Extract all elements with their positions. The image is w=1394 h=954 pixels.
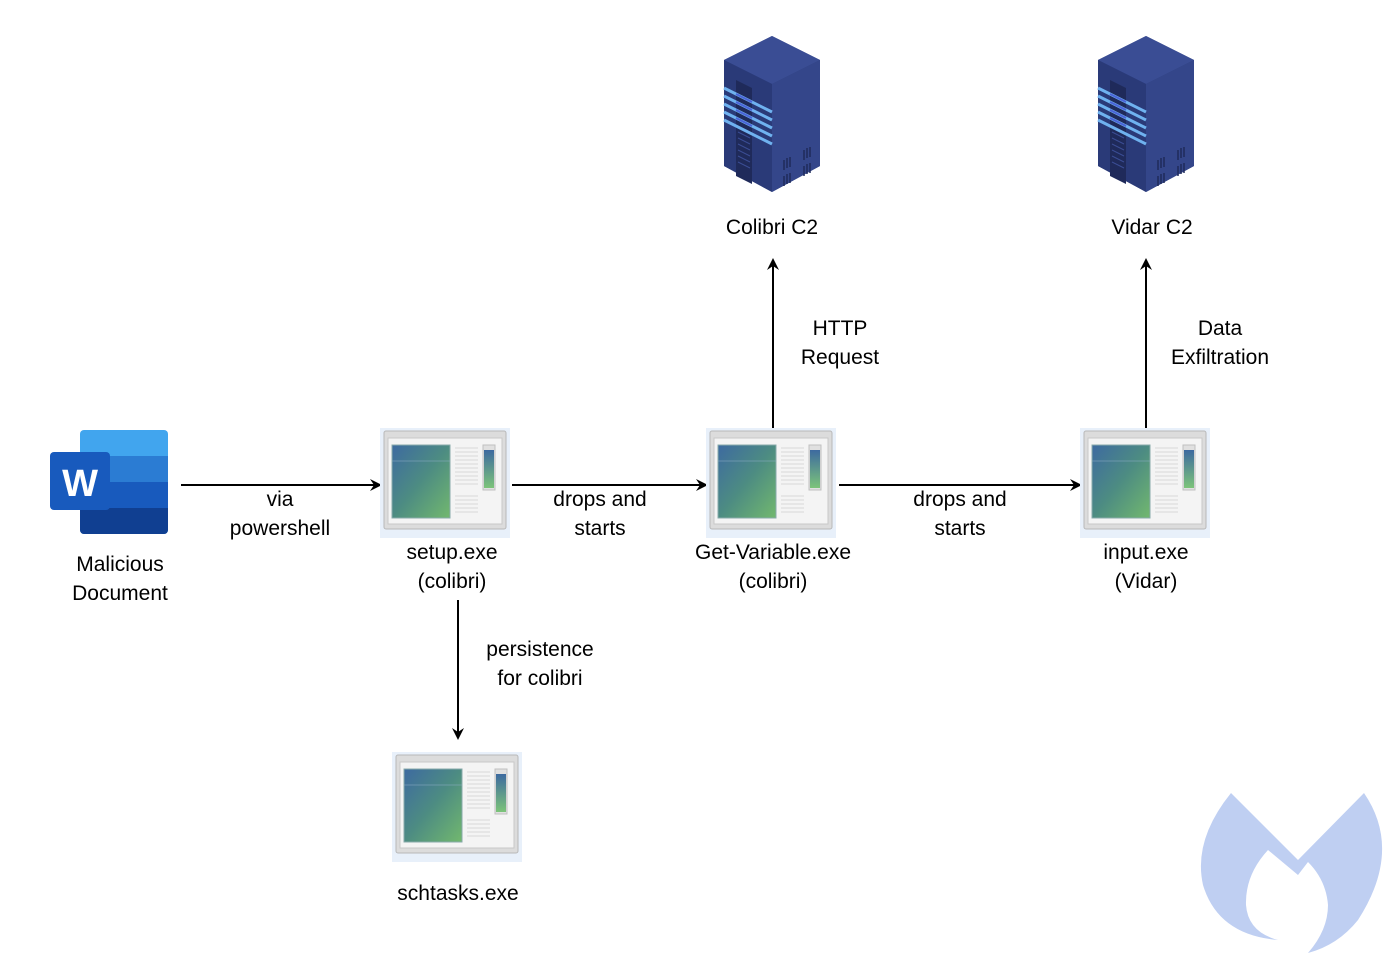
node-label-vidar-c2: Vidar C2 <box>1111 213 1192 242</box>
label-line: drops and <box>553 488 647 511</box>
label-line: Request <box>800 346 880 369</box>
label-line: (Vidar) <box>1114 570 1178 593</box>
node-label-malicious-document: Malicious Document <box>72 550 168 608</box>
node-label-setup-exe: setup.exe (colibri) <box>406 538 497 596</box>
label-line: Colibri C2 <box>725 216 819 239</box>
label-line: (colibri) <box>738 570 808 593</box>
server-icon[interactable] <box>722 36 822 194</box>
label-line: starts <box>574 517 626 540</box>
label-line: setup.exe <box>406 541 498 564</box>
word-document-icon[interactable]: W <box>50 430 168 534</box>
node-label-get-variable-exe: Get-Variable.exe (colibri) <box>695 538 851 596</box>
node-label-colibri-c2: Colibri C2 <box>726 213 818 242</box>
server-icon[interactable] <box>1096 36 1196 194</box>
label-line: Document <box>72 582 168 605</box>
label-line: HTTP <box>812 317 868 340</box>
edge-label-drops-and-starts: drops and starts <box>913 485 1006 543</box>
label-line: Exfiltration <box>1170 346 1270 369</box>
edge-label-http-request: HTTP Request <box>801 314 879 372</box>
edge-label-via-powershell: via powershell <box>230 485 330 543</box>
svg-text:W: W <box>62 463 98 505</box>
node-label-input-exe: input.exe (Vidar) <box>1103 538 1188 596</box>
node-label-schtasks-exe: schtasks.exe <box>397 879 518 908</box>
application-window-icon[interactable] <box>706 428 836 538</box>
label-line: for colibri <box>497 667 583 690</box>
application-window-icon[interactable] <box>1080 428 1210 538</box>
label-line: Get-Variable.exe <box>694 541 852 564</box>
label-line: persistence <box>486 638 594 661</box>
application-window-icon[interactable] <box>392 752 522 862</box>
label-line: input.exe <box>1103 541 1189 564</box>
label-line: powershell <box>229 517 331 540</box>
label-line: Data <box>1197 317 1243 340</box>
label-line: via <box>266 488 294 511</box>
label-line: (colibri) <box>417 570 487 593</box>
edge-label-data-exfiltration: Data Exfiltration <box>1171 314 1269 372</box>
label-line: schtasks.exe <box>397 882 519 905</box>
malwarebytes-logo-icon <box>1200 793 1383 953</box>
label-line: Vidar C2 <box>1111 216 1193 239</box>
edge-label-drops-and-starts: drops and starts <box>553 485 646 543</box>
label-line: starts <box>934 517 986 540</box>
label-line: Malicious <box>76 553 164 576</box>
label-line: drops and <box>913 488 1007 511</box>
edge-label-persistence: persistence for colibri <box>486 635 593 693</box>
application-window-icon[interactable] <box>380 428 510 538</box>
